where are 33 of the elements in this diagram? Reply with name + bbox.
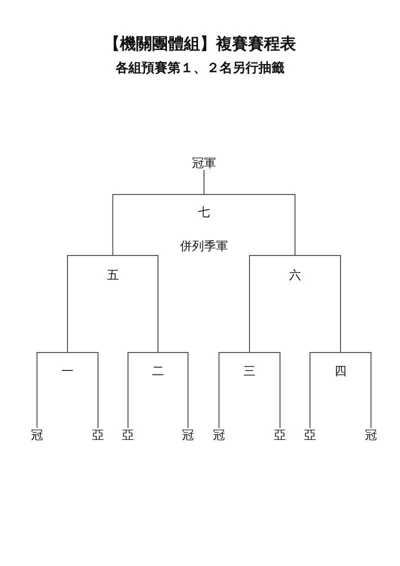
seed-label: 亞 xyxy=(304,428,316,442)
subtitle: 各組預賽第１、２名另行抽籤 xyxy=(116,61,284,77)
connector-line xyxy=(67,254,68,352)
connector-line xyxy=(294,194,296,256)
seed-label: 冠 xyxy=(31,428,43,442)
connector-line xyxy=(36,352,38,428)
bracket-line xyxy=(112,194,295,253)
connector-line xyxy=(218,352,220,428)
connector-line xyxy=(370,352,372,428)
seed-label: 亞 xyxy=(92,428,104,442)
seed-label: 亞 xyxy=(122,428,134,442)
connector-line xyxy=(340,254,341,352)
bracket-line xyxy=(219,352,280,378)
connector-line xyxy=(249,254,250,352)
title: 【機關團體組】複賽賽程表 xyxy=(104,34,296,54)
seed-label: 冠 xyxy=(365,428,377,442)
bracket-line xyxy=(68,255,158,282)
round-label: 一 xyxy=(62,364,74,378)
round-label: 五 xyxy=(106,268,119,282)
round-label: 六 xyxy=(289,268,301,282)
note-label: 併列季軍 xyxy=(180,239,228,253)
round-label: 三 xyxy=(244,364,256,378)
round-label: 四 xyxy=(334,364,346,378)
seed-label: 冠 xyxy=(213,428,225,442)
connector-line xyxy=(112,194,114,256)
bracket-line xyxy=(310,352,371,378)
round-label: 七 xyxy=(198,205,210,219)
bracket-line xyxy=(250,255,340,282)
seed-label: 冠 xyxy=(182,428,194,442)
bracket-line xyxy=(128,352,188,378)
final-label: 冠軍 xyxy=(192,156,216,170)
seed-label: 亞 xyxy=(274,428,286,442)
round-label: 二 xyxy=(152,364,164,378)
